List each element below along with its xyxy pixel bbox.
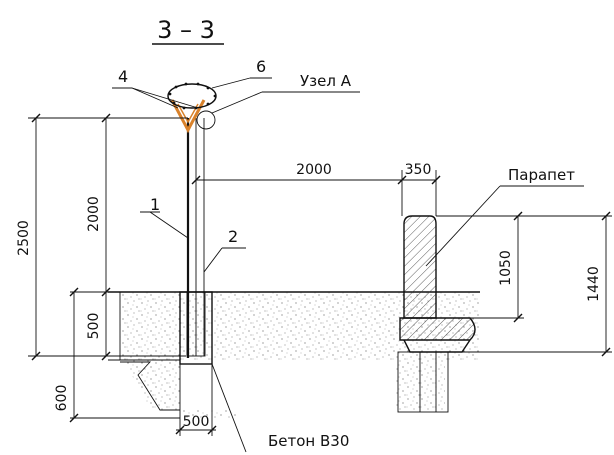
dim-600-tick-bottom (69, 413, 79, 423)
dim-2500-label: 2500 (16, 220, 32, 256)
dim-1050-label: 1050 (498, 250, 514, 286)
concrete-leader (211, 363, 247, 453)
dim-1050-tick-bottom (513, 313, 523, 323)
dim-2000h-tick-left (191, 175, 201, 185)
dim-1050-tick-top (513, 211, 523, 221)
dim-2500-tick-bottom (31, 351, 41, 361)
wall-below (397, 351, 449, 413)
ground-break-line (120, 361, 180, 411)
node-a-leader (211, 91, 263, 114)
dim-2000v-label: 2000 (86, 196, 102, 232)
bracket-v-inner (177, 103, 199, 124)
dim-2500-tick-top (31, 113, 41, 123)
section-title: 3 – 3 (157, 16, 215, 44)
dim-600-tick-top (69, 287, 79, 297)
barbs (168, 82, 217, 110)
parapet-label: Парапет (508, 166, 575, 184)
callout-1-label: 1 (150, 195, 160, 214)
callout-6-leader (211, 77, 251, 89)
dim-500v-tick (101, 351, 111, 361)
dim-500h-label: 500 (183, 414, 210, 430)
concrete-label: Бетон B30 (268, 432, 349, 450)
dim-2000h-label: 2000 (296, 162, 332, 178)
slab-outline (399, 317, 476, 341)
callout-1-leader (149, 211, 189, 239)
node-a-marker (196, 110, 216, 130)
callout-6-label: 6 (256, 57, 266, 76)
callout-4-leader-a (131, 87, 179, 109)
dim-1440-label: 1440 (586, 266, 602, 302)
dim-1440-tick-top (601, 211, 611, 221)
callout-2-leader (203, 247, 223, 273)
parapet-body (404, 216, 436, 318)
parapet-leader (425, 185, 501, 267)
callout-2-label: 2 (228, 227, 238, 246)
callout-4-label: 4 (118, 67, 128, 86)
bracket-v (170, 99, 206, 134)
slab-body (400, 318, 475, 340)
dim-500h-tick-right (207, 425, 217, 435)
dim-500h-tick-left (175, 425, 185, 435)
dim-1440-tick-bottom (601, 347, 611, 357)
parapet-outline (403, 215, 437, 319)
dim-500v-label: 500 (86, 313, 102, 340)
node-a-label: Узел А (300, 72, 352, 90)
dim-2000v-tick-top (101, 113, 111, 123)
dim-350-label: 350 (405, 162, 432, 178)
callout-4-leader-b (131, 87, 199, 109)
ground-concrete (120, 292, 480, 418)
dim-600-label: 600 (54, 385, 70, 412)
